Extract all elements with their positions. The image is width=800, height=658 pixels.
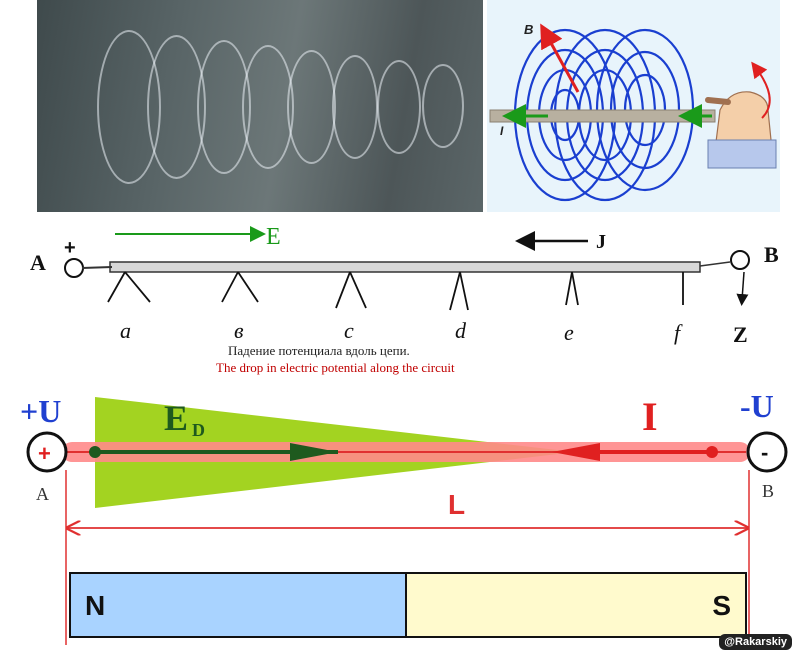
field-wire bbox=[489, 109, 716, 123]
caption-russian: Падение потенциала вдоль цепи. bbox=[228, 343, 410, 358]
field-b-label: B bbox=[524, 22, 533, 37]
watermark: @Rakarskiy bbox=[719, 634, 792, 650]
terminal-minus bbox=[746, 431, 788, 473]
sketch-point-b: в bbox=[234, 318, 244, 343]
ed-subscript: D bbox=[192, 420, 205, 440]
sketch-j-label: J bbox=[596, 231, 606, 253]
sketch-wire bbox=[109, 261, 701, 273]
magnet-north: N bbox=[69, 572, 407, 638]
sketch-terminal-a bbox=[64, 258, 84, 278]
length-label: L bbox=[448, 489, 465, 520]
sketch-point-a: a bbox=[120, 318, 131, 343]
sketch-e-label: E bbox=[266, 224, 281, 250]
field-i-label: I bbox=[500, 124, 504, 138]
caption-english: The drop in electric potential along the… bbox=[216, 360, 455, 375]
sketch-terminal-b bbox=[730, 250, 750, 270]
sketch-z-label: Z bbox=[733, 322, 748, 347]
plus-u-label: +U bbox=[20, 393, 61, 429]
sketch-point-c: c bbox=[344, 318, 354, 343]
b-vector-arrow bbox=[540, 23, 580, 93]
north-pole-label: N bbox=[85, 590, 106, 621]
probe-legs bbox=[107, 271, 684, 311]
coil-loop bbox=[377, 60, 421, 154]
sketch-plus: + bbox=[64, 237, 76, 259]
sketch-a-label: A bbox=[30, 250, 46, 275]
right-hand-icon bbox=[705, 61, 777, 169]
sketch-b-label: B bbox=[764, 242, 779, 267]
circuit-diagram: + - +U -U A B E D I L bbox=[20, 388, 788, 645]
terminal-plus-sign: + bbox=[38, 441, 51, 466]
potential-sketch: A B + E J Z a в c d e f bbox=[30, 224, 779, 347]
circuit-a-label: A bbox=[36, 484, 49, 504]
magnet-south: S bbox=[407, 572, 747, 638]
sketch-point-d: d bbox=[455, 318, 467, 343]
coil-loop bbox=[422, 64, 464, 148]
sketch-point-f: f bbox=[674, 320, 683, 345]
terminal-plus bbox=[26, 431, 68, 473]
circuit-b-label: B bbox=[762, 481, 774, 501]
sketch-point-e: e bbox=[564, 320, 574, 345]
minus-u-label: -U bbox=[740, 388, 774, 424]
terminal-minus-sign: - bbox=[761, 440, 768, 465]
ed-label: E bbox=[164, 398, 188, 438]
south-pole-label: S bbox=[712, 590, 731, 621]
coil-photo bbox=[37, 0, 483, 212]
current-label: I bbox=[642, 394, 658, 439]
